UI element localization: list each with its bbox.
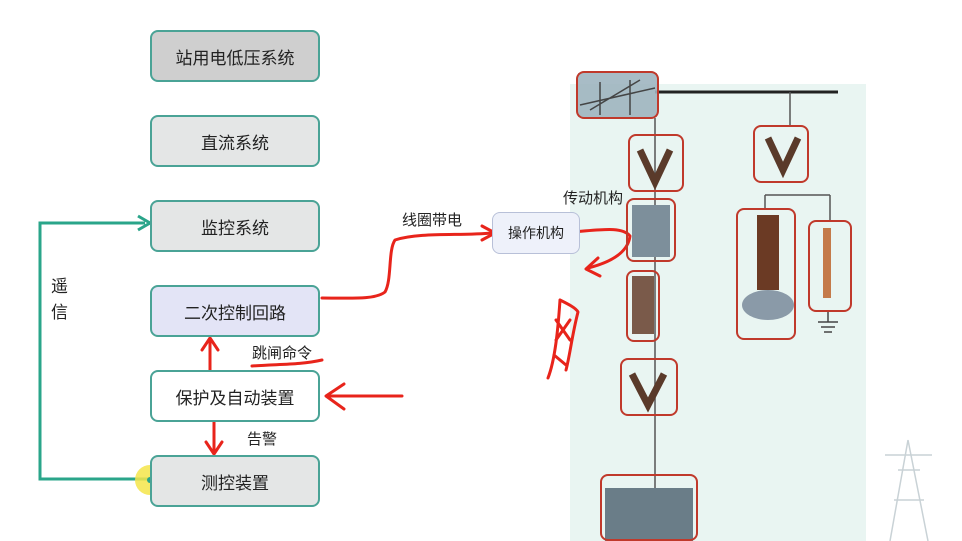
- box-secondary-circuit-label: 二次控制回路: [184, 303, 286, 324]
- label-trip-command: 跳闸命令: [252, 344, 313, 362]
- label-transmission-mechanism: 传动机构: [563, 189, 624, 207]
- equipment-panel: [570, 84, 866, 541]
- box-monitor-system: 监控系统: [150, 200, 320, 252]
- box-dc-system-label: 直流系统: [201, 133, 269, 154]
- current-transformer: [626, 270, 660, 342]
- box-operating-mechanism: 操作机构: [492, 212, 580, 254]
- label-alarm: 告警: [247, 430, 278, 448]
- circuit-breaker: [626, 198, 676, 262]
- box-protection: 保护及自动装置: [150, 370, 320, 422]
- substation-photo: [576, 71, 659, 119]
- box-lv-system-label: 站用电低压系统: [175, 48, 295, 69]
- power-transformer: [600, 474, 698, 541]
- substation-photo-art: [578, 73, 657, 117]
- scribble-mark: [546, 298, 580, 380]
- disconnector-art-2: [764, 136, 802, 179]
- box-operating-mechanism-label: 操作机构: [508, 226, 564, 242]
- label-remote-signal: 遥信: [51, 277, 68, 323]
- ct-art: [632, 276, 654, 334]
- disconnector-art-3: [628, 372, 668, 413]
- disconnector-switch-3: [620, 358, 678, 416]
- box-monitor-system-label: 监控系统: [201, 218, 269, 239]
- disconnector-switch-1: [628, 134, 684, 192]
- label-coil-energized: 线圈带电: [402, 211, 463, 229]
- disconnector-switch-2: [753, 125, 809, 183]
- remote-signal-line: [38, 221, 150, 481]
- box-dc-system: 直流系统: [150, 115, 320, 167]
- insulator-art: [823, 228, 831, 298]
- trip-underline: [250, 358, 324, 368]
- arrester-art: [742, 215, 794, 320]
- box-measure-control-label: 测控装置: [201, 473, 269, 494]
- breaker-art: [632, 205, 670, 257]
- disconnector-art-1: [636, 148, 674, 191]
- box-protection-label: 保护及自动装置: [175, 388, 295, 409]
- transformer-art: [605, 488, 693, 541]
- box-measure-control: 测控装置: [150, 455, 320, 507]
- mechanism-arrow: [570, 228, 632, 270]
- post-insulator: [808, 220, 852, 312]
- box-lv-system: 站用电低压系统: [150, 30, 320, 82]
- surge-arrester: [736, 208, 796, 340]
- tower-watermark: [885, 439, 932, 541]
- box-secondary-circuit: 二次控制回路: [150, 285, 320, 337]
- coil-path: [320, 231, 494, 300]
